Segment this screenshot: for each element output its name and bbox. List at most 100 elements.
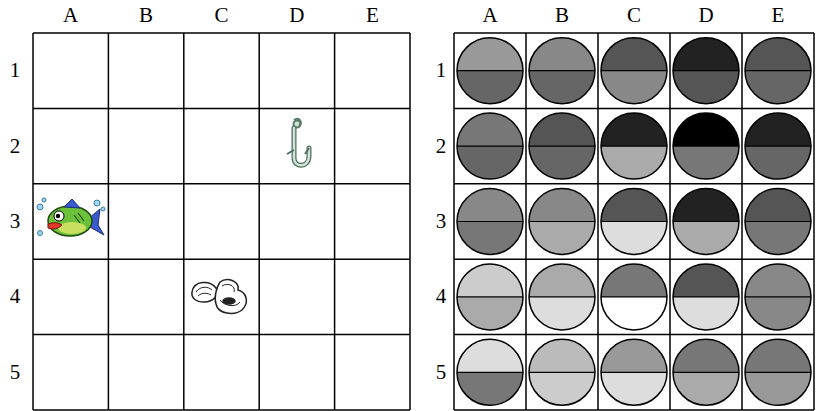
circle-outline xyxy=(457,113,523,179)
circle-outline xyxy=(601,113,667,179)
circle-divider xyxy=(745,146,811,147)
circle-bottom-half xyxy=(529,222,595,255)
circle-top-half xyxy=(529,339,595,372)
circle-divider xyxy=(601,146,667,147)
circle-outline xyxy=(601,264,667,330)
circle-divider xyxy=(529,146,595,147)
circle-bottom-half xyxy=(673,372,739,405)
circle-outline xyxy=(457,38,523,104)
circle-outline xyxy=(745,339,811,405)
circle-bottom-half xyxy=(745,372,811,405)
grid-line xyxy=(258,33,260,410)
circle-outline xyxy=(673,189,739,255)
grid-line xyxy=(453,33,455,410)
circle-divider xyxy=(673,296,739,297)
circle-divider xyxy=(601,296,667,297)
circle-bottom-half xyxy=(529,297,595,330)
grid-line xyxy=(334,33,336,410)
grid-line xyxy=(33,183,410,185)
grid-line xyxy=(108,33,110,410)
grid-line xyxy=(597,33,599,410)
value-circles xyxy=(457,38,811,406)
circle-divider xyxy=(529,221,595,222)
circle-divider xyxy=(457,221,523,222)
grid-line xyxy=(33,258,410,260)
circle-divider xyxy=(529,296,595,297)
column-letter: E xyxy=(772,5,785,26)
grid-line xyxy=(454,32,814,34)
circle-top-half xyxy=(529,113,595,146)
circle-outline xyxy=(529,38,595,104)
circle-divider xyxy=(673,70,739,71)
circle-top-half xyxy=(601,113,667,146)
column-letter: D xyxy=(698,5,713,26)
circle-top-half xyxy=(457,189,523,222)
circle-bottom-half xyxy=(601,297,667,330)
circle-bottom-half xyxy=(601,222,667,255)
grid-line xyxy=(454,258,814,260)
grid-line xyxy=(454,183,814,185)
circle-top-half xyxy=(673,264,739,297)
row-number: 4 xyxy=(436,286,447,307)
circle-top-half xyxy=(457,113,523,146)
circle-top-half xyxy=(601,38,667,71)
circle-bottom-half xyxy=(745,146,811,179)
circle-bottom-half xyxy=(745,71,811,104)
circle-divider xyxy=(673,372,739,373)
column-letter: B xyxy=(555,5,569,26)
circle-top-half xyxy=(673,38,739,71)
circle-top-half xyxy=(457,264,523,297)
circle-top-half xyxy=(745,189,811,222)
circle-outline xyxy=(673,113,739,179)
circle-bottom-half xyxy=(673,222,739,255)
circle-outline xyxy=(745,264,811,330)
oyster-icon xyxy=(192,280,246,314)
circle-outline xyxy=(601,339,667,405)
circle-bottom-half xyxy=(457,71,523,104)
circle-top-half xyxy=(745,339,811,372)
circle-top-half xyxy=(601,264,667,297)
circle-outline xyxy=(601,38,667,104)
row-number: 2 xyxy=(10,136,21,157)
circle-divider xyxy=(457,70,523,71)
circle-divider xyxy=(529,372,595,373)
column-letter: B xyxy=(139,5,153,26)
circle-outline xyxy=(745,38,811,104)
circle-outline xyxy=(457,189,523,255)
hook-icon xyxy=(287,119,309,166)
circle-bottom-half xyxy=(601,372,667,405)
circle-outline xyxy=(529,189,595,255)
circle-outline xyxy=(529,264,595,330)
circle-outline xyxy=(673,339,739,405)
circle-bottom-half xyxy=(601,71,667,104)
circle-top-half xyxy=(673,189,739,222)
row-number: 2 xyxy=(436,136,447,157)
column-letter: E xyxy=(366,5,379,26)
circle-top-half xyxy=(745,264,811,297)
circle-outline xyxy=(745,189,811,255)
circle-divider xyxy=(601,372,667,373)
circle-outline xyxy=(601,189,667,255)
grid-line xyxy=(33,334,410,336)
left-grid xyxy=(33,33,410,410)
row-number: 4 xyxy=(10,286,21,307)
column-letter: C xyxy=(214,5,228,26)
circle-top-half xyxy=(673,113,739,146)
grid-line xyxy=(183,33,185,410)
circle-outline xyxy=(457,264,523,330)
circle-bottom-half xyxy=(673,71,739,104)
circle-bottom-half xyxy=(601,146,667,179)
circle-top-half xyxy=(601,189,667,222)
circle-top-half xyxy=(601,339,667,372)
grid-line xyxy=(33,32,410,34)
circle-outline xyxy=(673,264,739,330)
circle-bottom-half xyxy=(745,297,811,330)
row-number: 1 xyxy=(436,60,447,81)
column-letter: A xyxy=(63,5,78,26)
circle-bottom-half xyxy=(457,146,523,179)
grid-line xyxy=(454,334,814,336)
circle-divider xyxy=(673,146,739,147)
circle-divider xyxy=(457,146,523,147)
row-number: 1 xyxy=(10,60,21,81)
column-letter: A xyxy=(482,5,497,26)
